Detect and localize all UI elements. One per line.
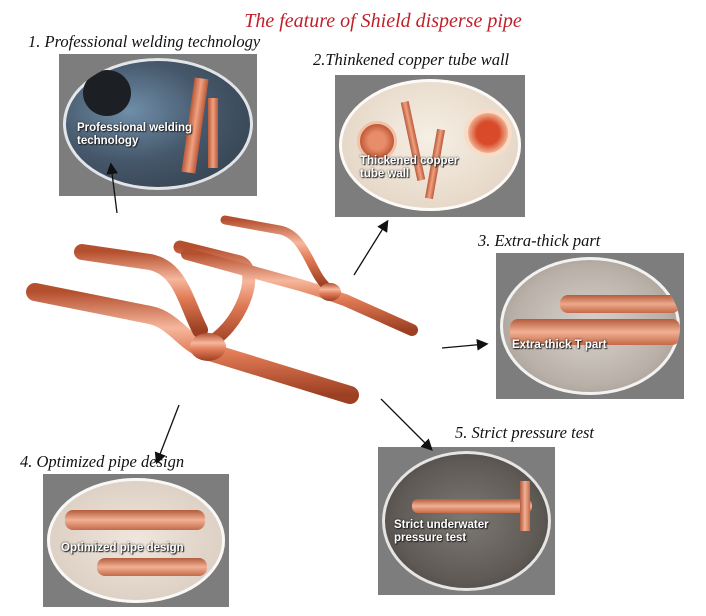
arrow-to-feature-2 xyxy=(353,219,389,276)
feature-1-caption: 1. Professional welding technology xyxy=(28,32,261,51)
tube-end-icon xyxy=(357,121,397,161)
feature-1-label: Professional welding technology xyxy=(77,122,193,147)
copper-pipe-icon xyxy=(510,319,680,345)
feature-4-label: Optimized pipe design xyxy=(61,542,184,554)
copper-pipe-icon xyxy=(97,558,207,576)
feature-3-label: Extra-thick T part xyxy=(512,339,607,351)
pressure-test-image xyxy=(382,451,551,591)
copper-pipe-icon xyxy=(208,98,218,168)
copper-tube-image xyxy=(339,79,521,211)
arrow-to-feature-3 xyxy=(441,338,489,351)
feature-5-photo: Strict underwater pressure test xyxy=(378,447,555,595)
t-part-image xyxy=(500,257,680,395)
copper-pipe-icon xyxy=(65,510,205,530)
tube-end-icon xyxy=(464,109,512,157)
page-title: The feature of Shield disperse pipe xyxy=(244,10,522,32)
welding-image xyxy=(63,58,253,190)
feature-2-photo: Thickened copper tube wall xyxy=(335,75,525,217)
feature-5-label: Strict underwater pressure test xyxy=(394,519,489,544)
feature-2-label: Thickened copper tube wall xyxy=(360,155,459,180)
copper-pipe-icon xyxy=(560,295,680,313)
pipe-design-image xyxy=(47,478,225,603)
welder-helmet-icon xyxy=(83,70,131,116)
feature-1-photo: Professional welding technology xyxy=(59,54,257,196)
copper-pipe-icon xyxy=(412,499,532,513)
feature-5-caption: 5. Strict pressure test xyxy=(455,423,595,442)
large-branch-pipe xyxy=(26,240,359,404)
feature-3-caption: 3. Extra-thick part xyxy=(478,231,601,250)
feature-3-photo: Extra-thick T part xyxy=(496,253,684,399)
small-branch-pipe xyxy=(181,215,418,336)
feature-4-caption: 4. Optimized pipe design xyxy=(20,452,185,471)
feature-4-photo: Optimized pipe design xyxy=(43,474,229,607)
arrow-to-feature-1 xyxy=(106,162,118,214)
copper-pipe-icon xyxy=(520,481,530,531)
arrow-to-feature-5 xyxy=(380,398,433,451)
feature-2-caption: 2.Thinkened copper tube wall xyxy=(313,50,510,69)
arrow-to-feature-4 xyxy=(154,404,180,465)
